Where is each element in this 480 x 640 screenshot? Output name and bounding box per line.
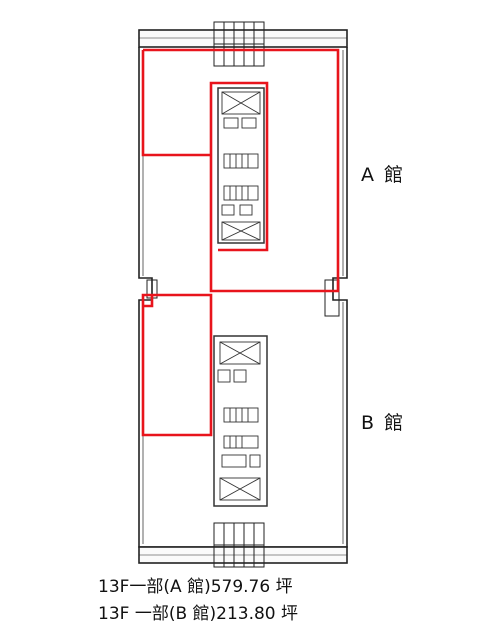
leased-area-b — [141, 293, 213, 437]
leased-area-a — [141, 48, 340, 293]
leased-area-outline — [141, 48, 340, 437]
stair-cores — [213, 21, 265, 568]
area-a-caption: 13F一部(A 館)579.76 坪 — [98, 577, 293, 597]
core-a — [217, 87, 265, 244]
core-b — [213, 335, 268, 507]
floor-plan-drawing — [138, 21, 348, 568]
area-b-caption: 13F 一部(B 館)213.80 坪 — [98, 604, 299, 624]
wing-a-label: A 館 — [361, 164, 406, 186]
building-outline — [138, 29, 348, 564]
wing-b-label: B 館 — [361, 412, 406, 434]
